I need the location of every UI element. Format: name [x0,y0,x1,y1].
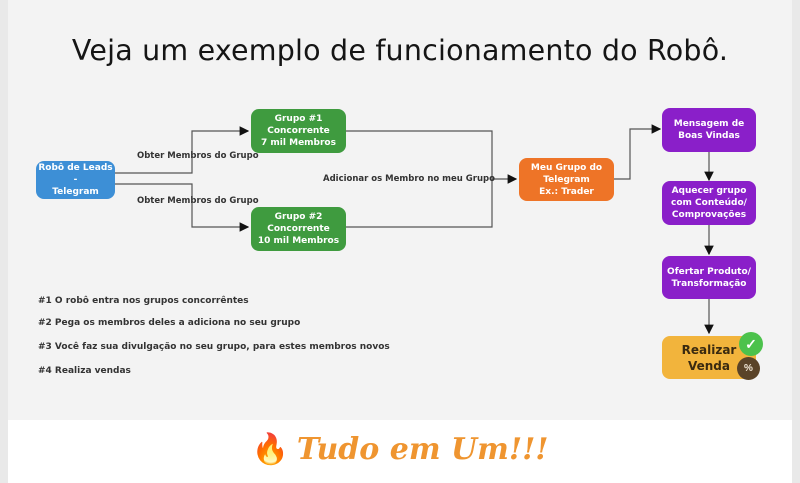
node-group-2: Grupo #2 Concorrente 10 mil Membros [251,207,346,251]
diagram-panel [8,0,792,420]
edge-label-add-members: Adicionar os Membro no meu Grupo [323,174,495,184]
node-warmup-group: Aquecer grupo com Conteúdo/ Comprovações [662,181,756,225]
step-3: #3 Você faz sua divulgação no seu grupo,… [38,342,390,352]
node-offer-product: Ofertar Produto/ Transformação [662,256,756,299]
edge-label-get-members-2: Obter Membros do Grupo [137,196,259,206]
slogan: 🔥Tudo em Um!!! [0,432,800,467]
step-4: #4 Realiza vendas [38,366,131,376]
fire-icon: 🔥 [251,432,289,467]
node-welcome-message: Mensagem de Boas Vindas [662,108,756,152]
percent-badge-icon: % [737,357,760,380]
slogan-band [8,420,792,483]
node-group-1: Grupo #1 Concorrente 7 mil Membros [251,109,346,153]
node-robot-leads: Robô de Leads - Telegram [36,161,115,199]
node-my-group: Meu Grupo do Telegram Ex.: Trader [519,158,614,201]
edge-label-get-members-1: Obter Membros do Grupo [137,151,259,161]
step-1: #1 O robô entra nos grupos concorrêntes [38,296,249,306]
slogan-text: Tudo em Um!!! [296,432,549,467]
check-badge-icon: ✓ [739,332,763,356]
page-title: Veja um exemplo de funcionamento do Robô… [71,34,729,67]
step-2: #2 Pega os membros deles a adiciona no s… [38,318,301,328]
